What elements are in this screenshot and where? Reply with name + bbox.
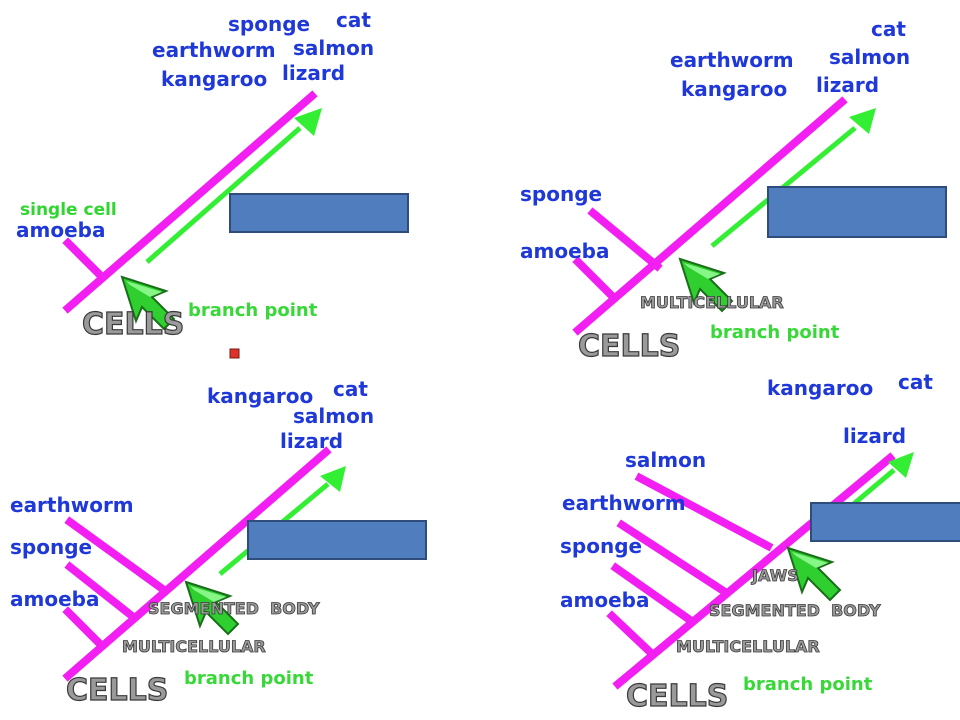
main-branch: [62, 90, 318, 314]
taxon-lizard: lizard: [282, 61, 345, 85]
main-branch: [572, 96, 848, 336]
sponge-branch: [587, 207, 663, 272]
earthworm-branch: [616, 519, 728, 596]
amoeba-branch: [606, 610, 656, 658]
taxon-salmon: salmon: [293, 404, 374, 428]
evolution-arrowhead: [888, 452, 914, 478]
blank-label-box: [767, 186, 947, 238]
taxon-earthworm: earthworm: [152, 38, 276, 62]
evolution-arrowhead: [320, 466, 346, 492]
taxon-kangaroo: kangaroo: [207, 384, 313, 408]
trait-multicellular: MULTICELLULAR: [676, 637, 820, 656]
sponge-branch: [64, 561, 138, 622]
evolution-arrow-shaft: [145, 126, 302, 264]
main-branch: [62, 446, 332, 682]
panel-1: sponge cat earthworm salmon kangaroo liz…: [16, 8, 409, 343]
taxon-cat: cat: [871, 17, 906, 41]
taxon-earthworm: earthworm: [562, 491, 686, 515]
blank-label-box: [229, 193, 409, 233]
trait-jaws: JAWS: [751, 566, 799, 585]
taxon-kangaroo: kangaroo: [681, 77, 787, 101]
panel-2: cat earthworm salmon kangaroo lizard spo…: [520, 17, 947, 365]
branch-point-label: branch point: [743, 674, 873, 695]
taxon-lizard: lizard: [816, 73, 879, 97]
trait-multicellular: MULTICELLULAR: [122, 637, 266, 656]
amoeba-branch: [572, 256, 618, 302]
taxon-amoeba: amoeba: [10, 587, 99, 611]
taxon-sponge: sponge: [560, 534, 642, 558]
taxon-earthworm: earthworm: [10, 493, 134, 517]
branch-point-label: branch point: [188, 300, 318, 321]
taxon-amoeba: amoeba: [16, 218, 105, 242]
trait-multicellular: MULTICELLULAR: [640, 293, 784, 312]
blank-label-box: [810, 502, 960, 542]
main-branch: [612, 452, 896, 690]
panel-3: kangaroo cat salmon lizard earthworm spo…: [10, 377, 427, 709]
evolution-arrowhead: [294, 108, 322, 136]
evolution-arrowhead: [849, 108, 876, 134]
taxon-sponge: sponge: [228, 12, 310, 36]
earthworm-branch: [64, 516, 170, 596]
taxon-amoeba: amoeba: [560, 588, 649, 612]
taxon-sponge: sponge: [520, 182, 602, 206]
sponge-branch: [610, 562, 696, 626]
small-red-square-icon: [229, 348, 240, 359]
amoeba-branch: [62, 237, 107, 282]
taxon-salmon: salmon: [829, 45, 910, 69]
taxon-kangaroo: kangaroo: [161, 67, 267, 91]
amoeba-branch: [62, 606, 106, 650]
taxon-lizard: lizard: [843, 424, 906, 448]
taxon-cat: cat: [336, 8, 371, 32]
cells-label: CELLS: [82, 307, 184, 342]
cells-label: CELLS: [66, 673, 168, 708]
salmon-branch: [634, 472, 774, 552]
cells-label: CELLS: [626, 679, 728, 714]
taxon-earthworm: earthworm: [670, 48, 794, 72]
taxon-salmon: salmon: [293, 36, 374, 60]
taxon-single-cell: single cell: [20, 200, 117, 220]
trait-segmented-body: SEGMENTED BODY: [709, 601, 881, 620]
taxon-amoeba: amoeba: [520, 239, 609, 263]
branch-point-label: branch point: [710, 322, 840, 343]
taxon-kangaroo: kangaroo: [767, 376, 873, 400]
trait-segmented-body: SEGMENTED BODY: [148, 599, 320, 618]
taxon-lizard: lizard: [280, 429, 343, 453]
taxon-salmon: salmon: [625, 448, 706, 472]
taxon-cat: cat: [333, 377, 368, 401]
branch-point-label: branch point: [184, 668, 314, 689]
cells-label: CELLS: [578, 329, 680, 364]
panel-4: kangaroo cat lizard salmon earthworm spo…: [560, 370, 960, 715]
taxon-cat: cat: [898, 370, 933, 394]
blank-label-box: [247, 520, 427, 560]
taxon-sponge: sponge: [10, 535, 92, 559]
